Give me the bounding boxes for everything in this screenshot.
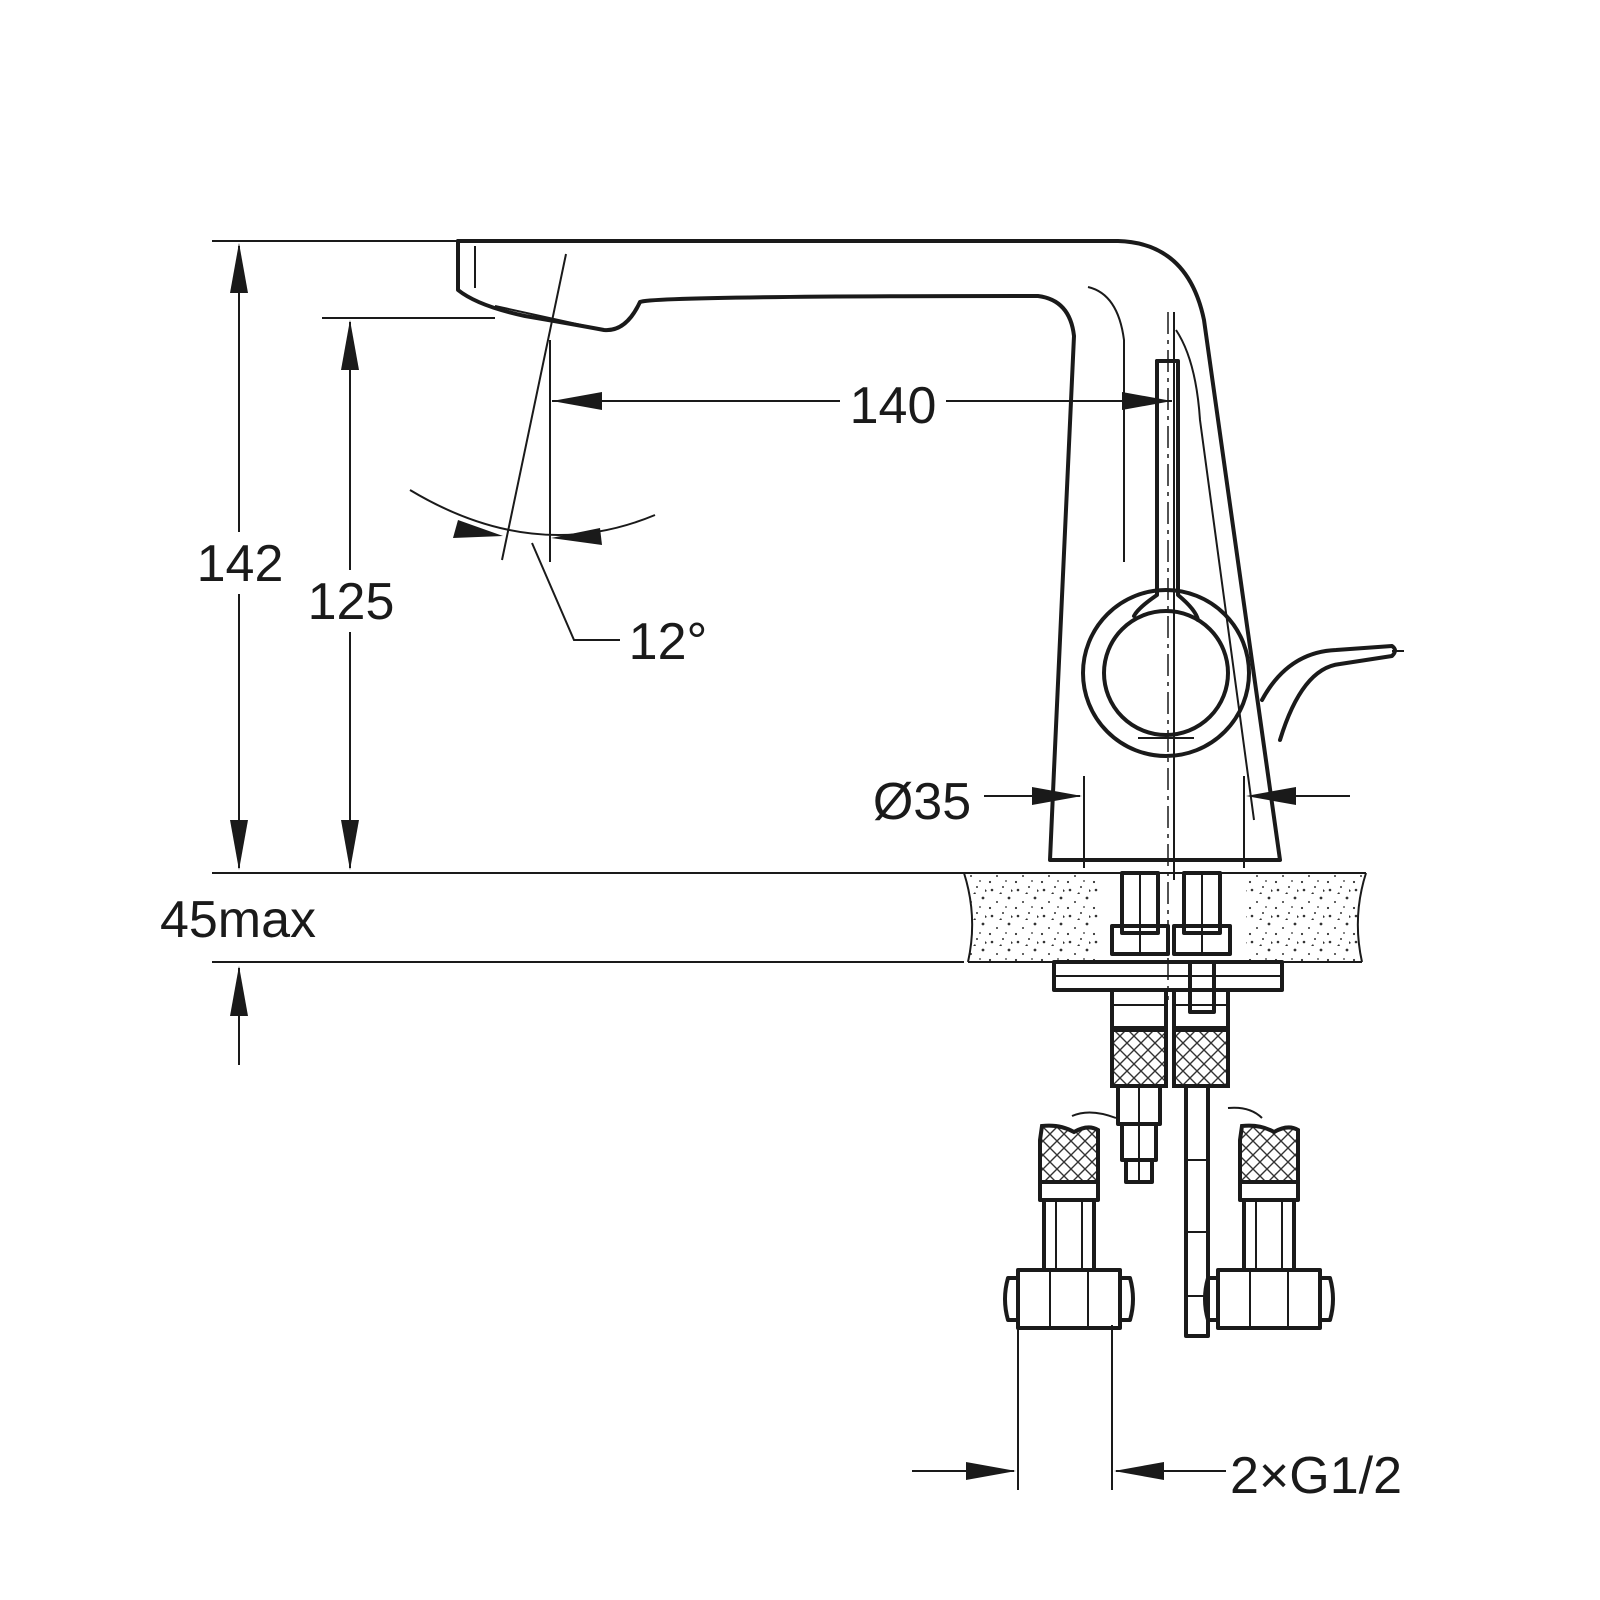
total-height-label: 142 [197,535,284,593]
countertop-section [963,872,1367,963]
spout-angle-label: 12° [629,613,708,671]
mounting-hardware [1052,871,1284,1338]
base-diameter-label: Ø35 [873,773,971,831]
dimension-connections: 2×G1/2 [912,1325,1402,1505]
reach-label: 140 [850,377,937,435]
dimension-total-height: 142 [197,243,284,870]
spout-height-label: 125 [308,573,395,631]
faucet-body [456,239,1404,1000]
dimension-spout-height: 125 [308,320,395,870]
dimension-spout-angle: 12° [409,253,708,671]
extension-lines [212,240,1175,963]
dimension-deck-thickness: 45max [160,891,316,1065]
dimension-base-diameter: Ø35 [873,773,1350,868]
connections-label: 2×G1/2 [1230,1447,1402,1505]
deck-thickness-label: 45max [160,891,316,949]
supply-hose-left [1003,1123,1135,1330]
supply-hose-right [1203,1123,1335,1330]
dimension-reach: 140 [552,377,1172,435]
